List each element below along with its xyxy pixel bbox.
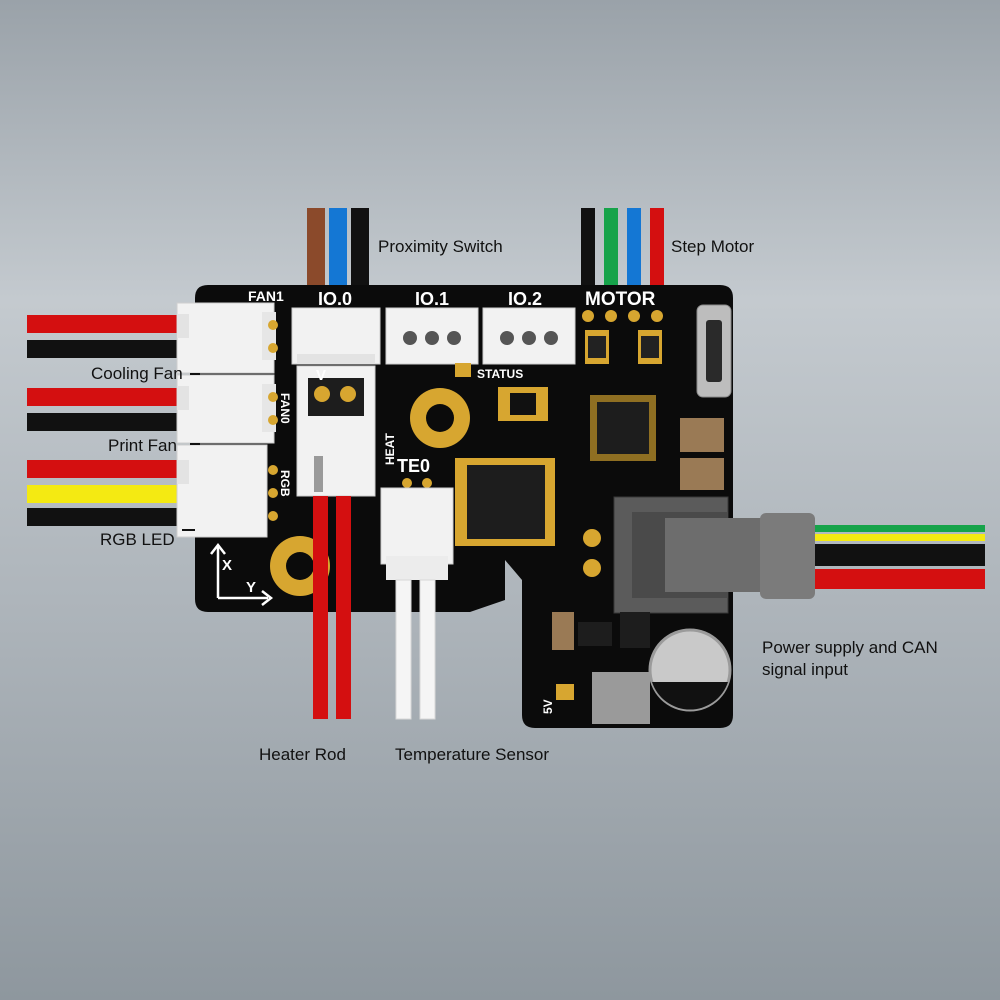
axis-x-label: X — [222, 557, 232, 574]
temperature-sensor-label: Temperature Sensor — [395, 744, 549, 766]
print-fan-label: Print Fan — [108, 435, 177, 457]
cooling-fan-wires — [27, 315, 187, 358]
motor-label: MOTOR — [585, 289, 656, 310]
status-led — [455, 363, 471, 377]
axis-y-label: Y — [246, 579, 256, 596]
cooling-fan-label: Cooling Fan — [91, 363, 183, 385]
io1-connector — [386, 308, 478, 364]
usb-port — [697, 305, 731, 397]
status-label: STATUS — [477, 367, 523, 381]
te0-connector — [381, 478, 453, 580]
step-motor-wires — [581, 208, 664, 288]
io2-label: IO.2 — [508, 289, 542, 309]
electrolytic-capacitor — [650, 630, 730, 710]
io1-label: IO.1 — [415, 289, 449, 309]
rgb-led-label: RGB LED — [100, 529, 175, 551]
heater-rod-label: Heater Rod — [259, 744, 346, 766]
fan1-connector — [177, 303, 276, 373]
can-transceiver-chip — [590, 395, 656, 461]
rgb-led-wires — [27, 460, 187, 526]
power-supply-label-line1: Power supply and CAN — [762, 637, 938, 659]
step-motor-label: Step Motor — [671, 236, 754, 258]
mounting-hole-center — [410, 388, 470, 448]
io2-connector — [483, 308, 575, 364]
heat-label: HEAT — [383, 433, 397, 465]
microcontroller-chip — [455, 458, 555, 546]
io0-connector — [292, 308, 380, 364]
fan0-label: FAN0 — [278, 393, 292, 424]
fan1-label: FAN1 — [248, 288, 284, 304]
proximity-switch-label: Proximity Switch — [378, 236, 503, 258]
fan0-connector — [177, 375, 276, 443]
power-can-wires — [815, 525, 985, 589]
heater-connector — [297, 366, 375, 496]
io0-label: IO.0 — [318, 289, 352, 309]
5v-label: 5V — [541, 699, 555, 714]
rgb-label: RGB — [278, 470, 292, 497]
v-mark-label: V — [316, 367, 326, 384]
te0-label: TE0 — [397, 456, 430, 476]
fan-pads — [268, 320, 278, 521]
power-can-connector — [583, 497, 815, 613]
power-supply-label-line2: signal input — [762, 659, 848, 681]
print-fan-wires — [27, 388, 187, 431]
rgb-connector — [177, 445, 267, 537]
